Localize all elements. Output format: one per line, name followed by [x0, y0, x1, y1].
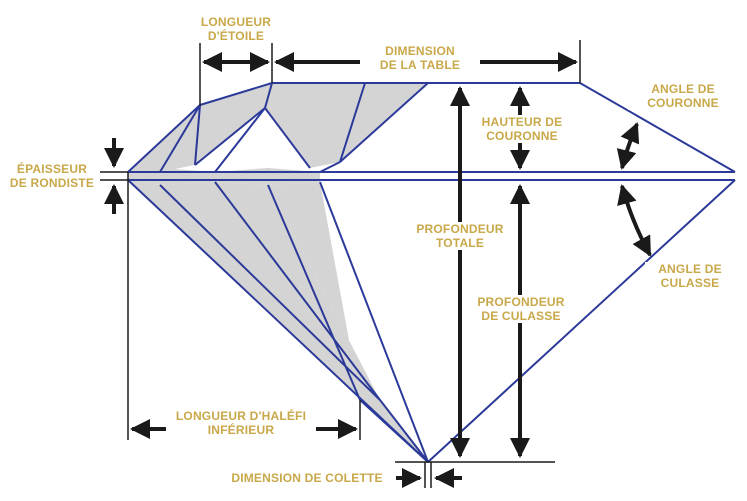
star-facet-2: [264, 82, 273, 109]
total-depth-label: PROFONDEUR TOTALE: [405, 222, 515, 250]
star-facet-1: [194, 104, 201, 166]
lower-right-facet: [268, 182, 428, 462]
pavilion-main-2: [359, 399, 429, 463]
star-length-label: LONGUEUR D'ÉTOILE: [188, 15, 284, 43]
pavilion-depth-label: PROFONDEUR DE CULASSE: [465, 295, 577, 323]
table-edge-facet: [265, 83, 365, 168]
pavilion-main-1: [379, 399, 429, 463]
girdle-band-right: [215, 168, 320, 185]
pavilion-angle-arc: [617, 184, 652, 257]
star-facet-4: [264, 107, 311, 169]
lower-girdle-3: [267, 184, 361, 401]
crown-height-label: HAUTEUR DE COURONNE: [468, 115, 576, 143]
lower-girdle-4: [319, 181, 429, 463]
crown-angle-arc: [616, 122, 640, 170]
star-facet-6: [339, 82, 429, 163]
diamond-outline: [127, 82, 736, 463]
lower-girdle-2: [214, 181, 381, 401]
girdle-thickness-label: ÉPAISSEUR DE RONDISTE: [4, 162, 100, 190]
lower-half-length-label: LONGUEUR D'HALÉFI INFÉRIEUR: [166, 409, 316, 437]
star-facet-3: [194, 107, 266, 166]
measurement-lines: [100, 40, 581, 488]
lower-girdle-1: [159, 184, 381, 401]
crown-outline: [127, 82, 736, 173]
upper-girdle-1: [159, 104, 201, 173]
upper-girdle-2: [214, 107, 266, 173]
pavilion-angle-label: ANGLE DE CULASSE: [645, 262, 735, 290]
table-size-label: DIMENSION DE LA TABLE: [360, 44, 480, 72]
upper-star-facet: [195, 83, 272, 165]
culet-size-label: DIMENSION DE COLETTE: [222, 471, 392, 485]
star-facet-5: [339, 82, 366, 163]
crown-angle-label: ANGLE DE COURONNE: [628, 82, 738, 110]
upper-girdle-3: [319, 161, 341, 173]
